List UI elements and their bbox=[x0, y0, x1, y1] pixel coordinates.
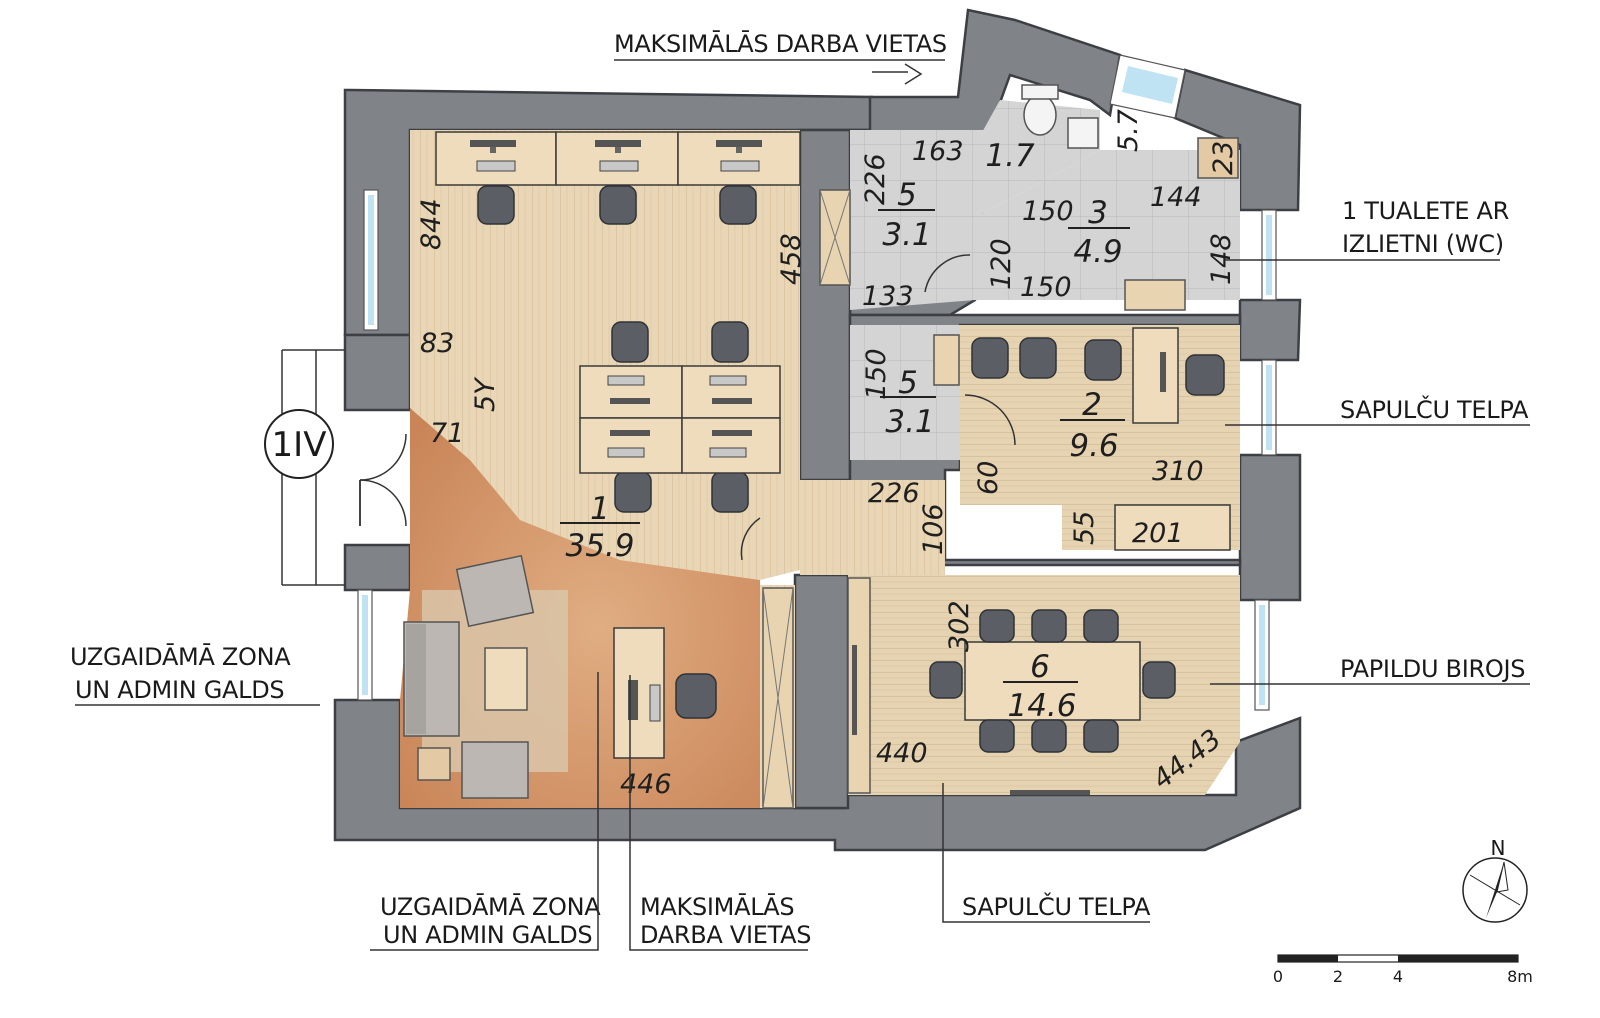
room-5a-number: 5 bbox=[897, 177, 917, 213]
callout-workplaces-bottom-line1: MAKSIMĀLĀS bbox=[640, 892, 794, 921]
dim-310: 310 bbox=[1152, 456, 1204, 487]
callouts: MAKSIMĀLĀS DARBA VIETAS 1 TUALETE AR IZL… bbox=[70, 29, 1530, 951]
dim-71: 71 bbox=[430, 418, 464, 449]
callout-wc-line1: 1 TUALETE AR bbox=[1342, 197, 1509, 225]
room-3-number: 3 bbox=[1088, 195, 1108, 231]
dim-150b: 150 bbox=[1020, 272, 1072, 303]
dim-57: 5.7 bbox=[1113, 109, 1144, 152]
wc-fixtures bbox=[933, 84, 1239, 386]
room-labels: 1 35.9 2 9.6 3 4.9 5 3.1 5 3.1 6 14.6 1.… bbox=[560, 138, 1130, 724]
dim-844: 844 bbox=[416, 198, 447, 250]
monitor-icon bbox=[470, 140, 516, 153]
dim-23: 23 bbox=[1208, 141, 1239, 175]
dim-106: 106 bbox=[918, 503, 949, 555]
callout-waiting-bottom-line2: UN ADMIN GALDS bbox=[383, 921, 592, 949]
dim-226a: 226 bbox=[860, 153, 891, 205]
dim-83: 83 bbox=[420, 328, 454, 359]
dim-144: 144 bbox=[1150, 182, 1202, 213]
room-1-number: 1 bbox=[590, 491, 610, 527]
dim-150a: 150 bbox=[1022, 196, 1074, 227]
waiting-furniture bbox=[403, 554, 717, 799]
callout-waiting-left-line2: UN ADMIN GALDS bbox=[75, 676, 284, 704]
dim-60: 60 bbox=[973, 461, 1004, 495]
north-arrow: N bbox=[1462, 836, 1528, 923]
doors bbox=[359, 254, 1016, 561]
meeting-room-2-furniture bbox=[971, 327, 1231, 551]
scale-tick-4: 4 bbox=[1393, 967, 1403, 986]
room-5a-area: 3.1 bbox=[882, 217, 931, 253]
dim-440: 440 bbox=[876, 738, 928, 769]
room-2-area: 9.6 bbox=[1069, 428, 1118, 464]
callout-top-workplaces: MAKSIMĀLĀS DARBA VIETAS bbox=[614, 29, 947, 58]
office-desks-top bbox=[435, 131, 801, 186]
office-desks-center bbox=[579, 365, 781, 474]
dim-54: 5Y bbox=[470, 376, 501, 412]
axis-marker-label: 1IV bbox=[272, 425, 327, 465]
dim-446: 446 bbox=[620, 769, 672, 800]
room-6-area: 14.6 bbox=[1007, 688, 1076, 724]
axis-marker: 1IV bbox=[264, 349, 345, 586]
callout-wc-line2: IZLIETNI (WC) bbox=[1342, 230, 1504, 258]
room-5b-area: 3.1 bbox=[885, 404, 934, 440]
dim-201: 201 bbox=[1132, 518, 1184, 549]
callout-extra-office: PAPILDU BIROJS bbox=[1340, 655, 1525, 683]
office-chairs bbox=[477, 185, 757, 513]
dim-55: 55 bbox=[1069, 511, 1100, 545]
room-3-area: 4.9 bbox=[1073, 234, 1122, 270]
callout-waiting-left-line1: UZGAIDĀMĀ ZONA bbox=[70, 642, 291, 671]
room-6-number: 6 bbox=[1030, 649, 1050, 685]
room-5b-number: 5 bbox=[898, 365, 918, 401]
monitor-icon bbox=[595, 140, 641, 153]
monitor-icon bbox=[716, 140, 762, 153]
north-label: N bbox=[1491, 836, 1506, 860]
dim-163: 163 bbox=[912, 136, 964, 167]
dim-226b: 226 bbox=[868, 478, 920, 509]
scale-tick-0: 0 bbox=[1273, 967, 1283, 986]
scale-tick-2: 2 bbox=[1333, 967, 1343, 986]
storage-units bbox=[762, 189, 871, 809]
callout-workplaces-bottom-line2: DARBA VIETAS bbox=[640, 921, 811, 949]
windows bbox=[357, 54, 1277, 711]
room-2-number: 2 bbox=[1082, 387, 1102, 423]
room-1-area: 35.9 bbox=[565, 528, 634, 564]
callout-meeting-bottom: SAPULČU TELPA bbox=[962, 891, 1151, 921]
callout-meeting-right: SAPULČU TELPA bbox=[1340, 394, 1529, 424]
dim-458: 458 bbox=[776, 233, 807, 285]
callout-waiting-bottom-line1: UZGAIDĀMĀ ZONA bbox=[380, 892, 601, 921]
dim-120: 120 bbox=[986, 238, 1017, 290]
dim-150c: 150 bbox=[861, 348, 892, 400]
dim-148: 148 bbox=[1206, 233, 1237, 285]
dim-302: 302 bbox=[944, 600, 975, 652]
scale-tick-8m: 8m bbox=[1507, 967, 1533, 986]
dim-133: 133 bbox=[862, 281, 914, 312]
scale-bar: 0 2 4 8m bbox=[1273, 954, 1533, 986]
room-wc-area: 1.7 bbox=[985, 138, 1035, 174]
